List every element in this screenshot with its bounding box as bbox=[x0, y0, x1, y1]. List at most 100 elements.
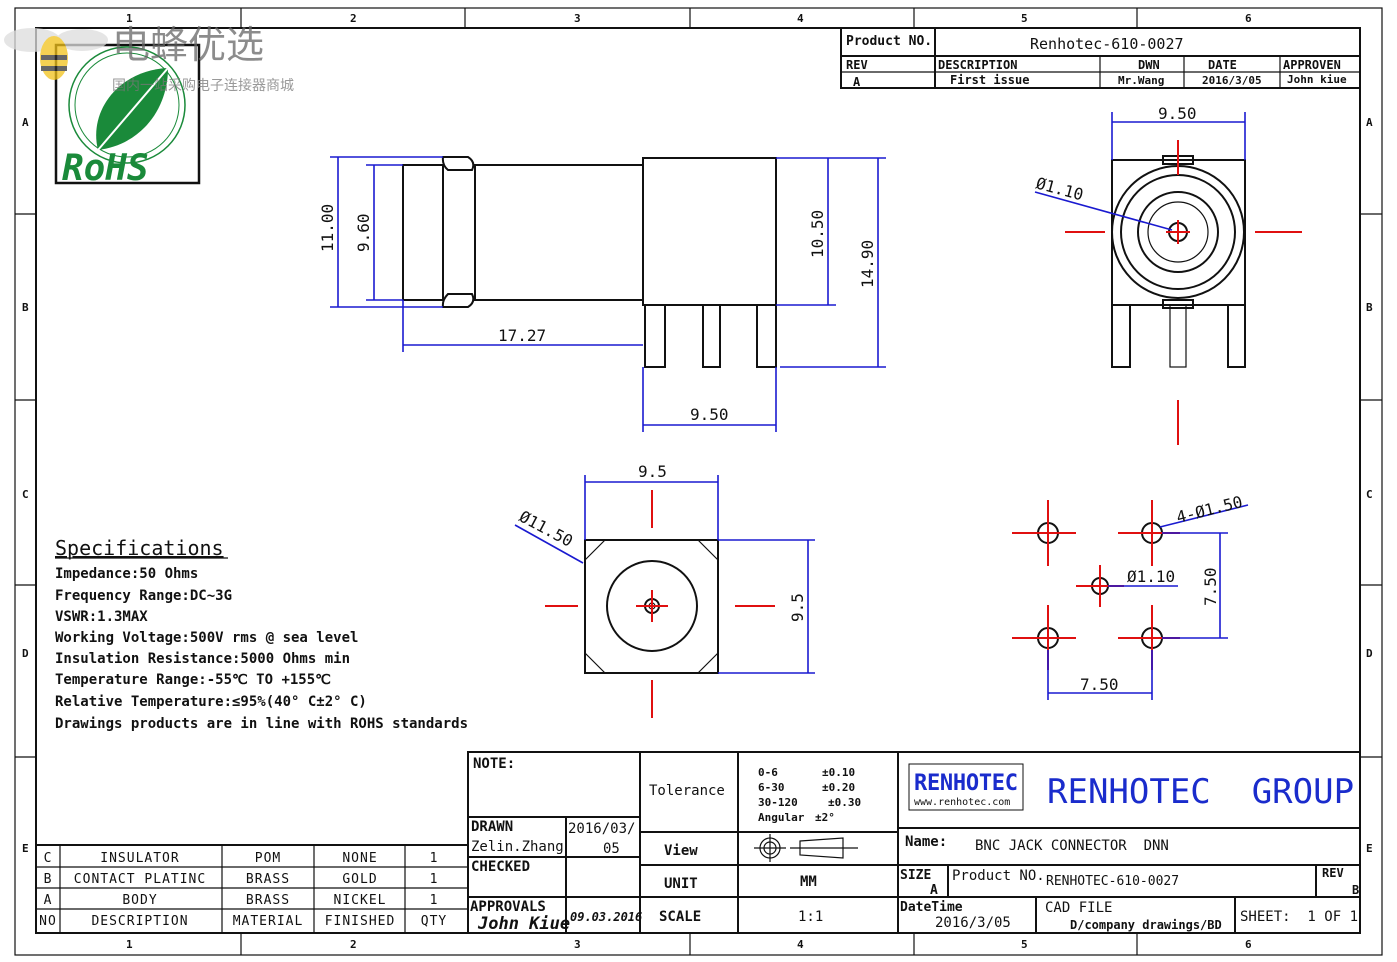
bom-cell: 1 bbox=[430, 893, 439, 908]
rohs-logo: RoHS bbox=[54, 43, 201, 189]
product-no-bottom: RENHOTEC-610-0027 bbox=[1046, 874, 1179, 889]
dim-top-w: 9.50 bbox=[1158, 104, 1197, 123]
specifications-title: Specifications bbox=[55, 536, 224, 560]
rohs-text: RoHS bbox=[62, 148, 149, 189]
dim-pcb-v: 7.50 bbox=[1201, 567, 1220, 606]
bom-cell: 1 bbox=[430, 851, 439, 866]
dwn-header: DWN bbox=[1138, 58, 1160, 72]
zone-labels: 1 2 3 4 5 6 1 2 3 4 5 6 A B C D E A B C … bbox=[22, 12, 1373, 951]
approven-value: John kiue bbox=[1287, 73, 1347, 86]
dim-side-w: 9.50 bbox=[690, 405, 729, 424]
drawn-by: Zelin.Zhang bbox=[471, 839, 564, 855]
bom-cell: POM bbox=[255, 851, 281, 866]
bom-header: FINISHED bbox=[325, 914, 396, 929]
zone-col-6: 6 bbox=[1245, 12, 1252, 25]
bom-cell: BODY bbox=[122, 893, 157, 908]
approval-date: 09.03.2016 bbox=[570, 910, 642, 924]
zone-col-5: 5 bbox=[1021, 12, 1028, 25]
scale-label: SCALE bbox=[659, 909, 701, 925]
description-value: First issue bbox=[950, 73, 1029, 87]
dim-top-pin: Ø1.10 bbox=[1034, 174, 1085, 205]
zone-row-d: D bbox=[22, 647, 29, 660]
spec-line: Temperature Range:-55℃ TO +155℃ bbox=[55, 672, 331, 688]
cad-file-path: D/company drawings/BD bbox=[1070, 918, 1222, 932]
zone-col-1: 1 bbox=[126, 12, 133, 25]
bom-header: DESCRIPTION bbox=[91, 914, 188, 929]
specifications: Specifications Impedance:50 Ohms Frequen… bbox=[55, 536, 468, 732]
zone-col-4: 4 bbox=[797, 12, 804, 25]
bom-cell: INSULATOR bbox=[100, 851, 179, 866]
company-name: RENHOTEC GROUP bbox=[1047, 772, 1354, 812]
datetime-label: DateTime bbox=[900, 900, 963, 915]
zone-col-6-bottom: 6 bbox=[1245, 938, 1252, 951]
description-header: DESCRIPTION bbox=[938, 58, 1017, 72]
approven-header: APPROVEN bbox=[1283, 58, 1341, 72]
bom-cell: GOLD bbox=[342, 872, 377, 887]
unit-label: UNIT bbox=[664, 876, 698, 892]
front-view: 9.5 9.5 Ø11.50 bbox=[514, 462, 815, 718]
zone-col-1-bottom: 1 bbox=[126, 938, 133, 951]
zone-col-2-bottom: 2 bbox=[350, 938, 357, 951]
dim-front-w: 9.5 bbox=[638, 462, 667, 481]
dwn-value: Mr.Wang bbox=[1118, 74, 1164, 87]
zone-row-a-right: A bbox=[1366, 116, 1373, 129]
watermark: 电蜂优选 国内一站采购电子连接器商城 bbox=[4, 23, 294, 94]
product-no-value: Renhotec-610-0027 bbox=[1030, 35, 1184, 53]
zone-col-2: 2 bbox=[350, 12, 357, 25]
spec-line: Relative Temperature:≤95%(40° C±2° C) bbox=[55, 694, 367, 710]
name-label: Name: bbox=[905, 834, 947, 850]
end-view: 9.50 Ø1.10 bbox=[1034, 104, 1302, 445]
spec-line: Drawings products are in line with ROHS … bbox=[55, 716, 468, 732]
tolerance-range: 0-6 bbox=[758, 766, 778, 779]
zone-row-b-right: B bbox=[1366, 301, 1373, 314]
dim-front-h: 9.5 bbox=[788, 593, 807, 622]
dim-front-d: Ø11.50 bbox=[516, 507, 576, 551]
zone-row-d-right: D bbox=[1366, 647, 1373, 660]
bom-cell: B bbox=[44, 872, 53, 887]
dim-side-len: 17.27 bbox=[498, 326, 546, 345]
spec-line: VSWR:1.3MAX bbox=[55, 609, 148, 625]
view-label: View bbox=[664, 843, 698, 859]
tolerance-range: Angular bbox=[758, 811, 805, 824]
product-no-label-bottom: Product NO. bbox=[952, 868, 1045, 884]
zone-row-c-right: C bbox=[1366, 488, 1373, 501]
zone-col-3: 3 bbox=[574, 12, 581, 25]
rev-label-bottom: REV bbox=[1322, 866, 1344, 880]
spec-line: Working Voltage:500V rms @ sea level bbox=[55, 630, 358, 646]
zone-row-e: E bbox=[22, 842, 29, 855]
zone-col-4-bottom: 4 bbox=[797, 938, 804, 951]
revision-block: Product NO. Renhotec-610-0027 REV DESCRI… bbox=[840, 27, 1361, 89]
dim-side-h1: 10.50 bbox=[808, 210, 827, 258]
bom-cell: C bbox=[44, 851, 53, 866]
dim-pcb-center: Ø1.10 bbox=[1127, 567, 1175, 586]
spec-line: Frequency Range:DC~3G bbox=[55, 588, 232, 604]
bom-cell: A bbox=[44, 893, 53, 908]
drawn-label: DRAWN bbox=[471, 819, 513, 835]
size-value: A bbox=[930, 883, 938, 898]
product-no-label: Product NO. bbox=[846, 34, 932, 49]
zone-col-5-bottom: 5 bbox=[1021, 938, 1028, 951]
pcb-layout: 4-Ø1.50 Ø1.10 7.50 7.50 bbox=[1012, 492, 1249, 700]
approval-signature: John Kiue bbox=[477, 914, 570, 934]
zone-col-3-bottom: 3 bbox=[574, 938, 581, 951]
dim-side-h2: 14.90 bbox=[858, 240, 877, 288]
scale-value: 1:1 bbox=[798, 909, 823, 925]
projection-view-icon bbox=[754, 834, 858, 862]
checked-label: CHECKED bbox=[471, 859, 530, 875]
rev-header: REV bbox=[846, 58, 868, 72]
spec-line: Insulation Resistance:5000 Ohms min bbox=[55, 651, 350, 667]
dim-side-d2: 9.60 bbox=[354, 213, 373, 252]
bom-header: QTY bbox=[421, 914, 447, 929]
tolerance-label: Tolerance bbox=[649, 783, 725, 799]
bom-header: NO bbox=[39, 914, 57, 929]
bom-cell: BRASS bbox=[246, 893, 290, 908]
drawn-date-line1: 2016/03/ bbox=[568, 821, 635, 837]
tolerance-value: ±0.20 bbox=[822, 781, 855, 794]
bom-cell: NONE bbox=[342, 851, 377, 866]
bom-cell: BRASS bbox=[246, 872, 290, 887]
bom-header: MATERIAL bbox=[233, 914, 304, 929]
spec-line: Impedance:50 Ohms bbox=[55, 566, 198, 582]
bom-cell: 1 bbox=[430, 872, 439, 887]
zone-row-b: B bbox=[22, 301, 29, 314]
